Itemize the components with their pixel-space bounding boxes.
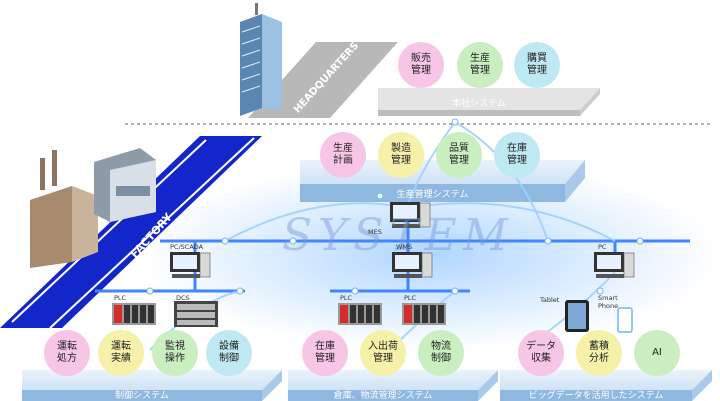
bd-collection-bubble: データ 収集 — [518, 330, 564, 376]
wms-label: WMS — [396, 243, 413, 251]
system-watermark: SYSTEM — [282, 210, 514, 261]
control-equipment-bubble: 設備 制御 — [206, 330, 252, 376]
pc-computer-icon — [594, 252, 635, 278]
wh-logistics-bubble: 物流 制御 — [418, 330, 464, 376]
plc-mid-2-icon — [402, 303, 446, 325]
hq-platform — [378, 88, 600, 116]
dcs-label: DCS — [176, 294, 190, 302]
pc-scada-label: PC/SCADA — [170, 243, 204, 251]
bd-analysis-bubble: 蓄積 分析 — [576, 330, 622, 376]
smartphone-icon — [617, 307, 633, 333]
hq-platform-label: 本社システム — [452, 99, 506, 109]
pc-scada-computer-icon — [170, 252, 211, 278]
hq-production-bubble: 生産 管理 — [457, 42, 503, 88]
plc-left-icon — [112, 303, 156, 325]
smartphone-label: Smart Phone — [598, 294, 619, 310]
dcs-icon — [174, 301, 218, 327]
hq-building-icon — [240, 3, 282, 116]
control-platform-label: 制御システム — [115, 391, 169, 401]
prod-planning-bubble: 生産 計画 — [320, 132, 366, 178]
prod-manufacturing-bubble: 製造 管理 — [378, 132, 424, 178]
prod-inventory-bubble: 在庫 管理 — [494, 132, 540, 178]
headquarters-band — [248, 42, 398, 118]
tablet-icon — [565, 300, 589, 332]
wh-shipping-bubble: 入出荷 管理 — [360, 330, 406, 376]
wms-computer-icon — [392, 252, 433, 278]
plc-left-label: PLC — [114, 294, 127, 302]
hq-purchasing-bubble: 購買 管理 — [514, 42, 560, 88]
plc-mid-1-icon — [338, 303, 382, 325]
production-platform-label: 生産管理システム — [396, 190, 469, 200]
plc-mid-2-label: PLC — [404, 294, 417, 302]
prod-quality-bubble: 品質 管理 — [436, 132, 482, 178]
mes-computer-icon — [390, 202, 431, 228]
pc-label: PC — [598, 243, 607, 251]
control-platform — [22, 370, 282, 401]
warehouse-platform-label: 倉庫、物流管理システム — [333, 391, 433, 401]
mes-label: MES — [368, 228, 382, 236]
bd-ai-bubble: AI — [634, 330, 680, 376]
wh-inventory-bubble: 在庫 管理 — [302, 330, 348, 376]
control-recipe-bubble: 運転 処方 — [44, 330, 90, 376]
hq-sales-bubble: 販売 管理 — [398, 42, 444, 88]
network-nodes — [146, 118, 644, 295]
factory-building-icon — [30, 148, 156, 268]
control-monitor-bubble: 監視 操作 — [152, 330, 198, 376]
factory-band — [0, 136, 262, 329]
bigdata-platform-label: ビッグデータを活用したシステム — [528, 391, 664, 401]
tablet-label: Tablet — [540, 296, 560, 304]
plc-mid-1-label: PLC — [340, 294, 353, 302]
control-results-bubble: 運転 実績 — [98, 330, 144, 376]
